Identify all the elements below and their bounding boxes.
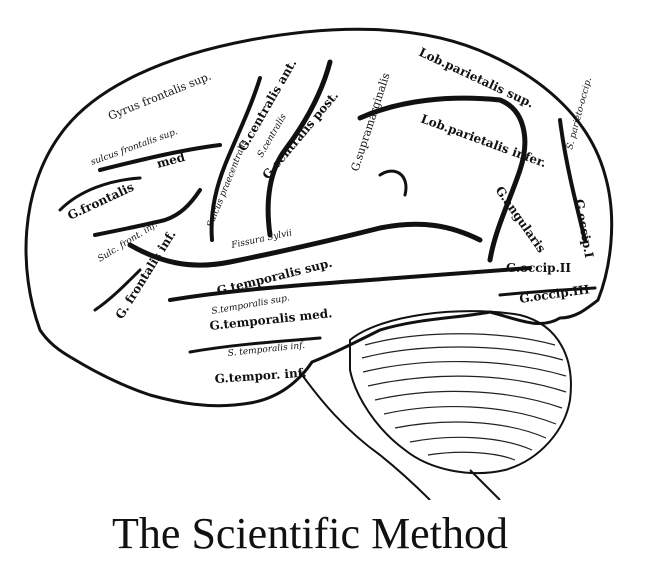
cerebrum-outline	[24, 27, 614, 408]
cerebellum-folia	[361, 333, 567, 461]
label-g-temporalis-inf: G.tempor. inf.	[214, 366, 307, 386]
sylvian-fissure	[127, 221, 483, 268]
label-g-occip-1: G.occip.I	[572, 198, 596, 259]
label-frontalis-med: med	[155, 150, 187, 171]
label-g-occip-2: G.occip.II	[506, 261, 571, 275]
caption-title: The Scientific Method	[112, 509, 508, 558]
label-g-supramarginalis: G.supramarginalis	[348, 71, 392, 173]
cerebellum	[349, 310, 572, 475]
inferior-temporal-sulcus	[188, 336, 322, 354]
brain-diagram: Gyrus frontalis sup. sulcus frontalis su…	[24, 27, 614, 500]
sulci	[58, 59, 597, 354]
parieto-occipital-sulcus	[558, 118, 587, 242]
occipital-sulcus	[498, 286, 597, 297]
precentral-sulcus	[209, 76, 262, 242]
inferior-frontal-sulcus	[93, 188, 202, 237]
central-sulcus	[265, 59, 333, 238]
label-fissura-sylvii: Fissura Sylvii	[230, 228, 293, 251]
region-labels: Gyrus frontalis sup. sulcus frontalis su…	[65, 45, 596, 386]
label-gyrus-frontalis-sup: Gyrus frontalis sup.	[106, 70, 213, 123]
label-lob-parietalis-infer: Lob.parietalis infer.	[419, 112, 548, 170]
label-g-occip-3: G.occip.III	[518, 282, 590, 306]
superior-temporal-sulcus	[168, 266, 532, 302]
superior-frontal-sulcus	[98, 143, 222, 172]
intraparietal-sulcus	[357, 95, 528, 263]
